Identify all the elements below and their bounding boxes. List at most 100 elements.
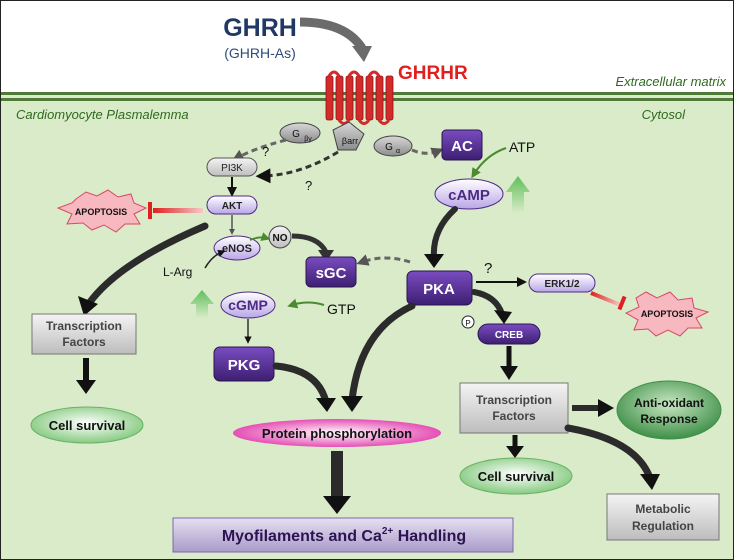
cell-survival-label-right: Cell survival <box>478 469 555 484</box>
apoptosis-burst-right <box>624 291 710 337</box>
protein-phosphorylation-label: Protein phosphorylation <box>262 426 412 441</box>
cell-survival-node-left <box>30 406 144 444</box>
pka-to-phosphorylation-arrowhead <box>341 396 363 412</box>
antioxidant-response-node <box>616 380 722 440</box>
apoptosis-label-left: APOPTOSIS <box>75 207 127 217</box>
creb-node <box>477 323 541 345</box>
ligand-binding-arrowhead <box>352 46 372 62</box>
g-beta-gamma-label: G <box>292 129 300 140</box>
metabolic-label-1: Metabolic <box>635 502 691 516</box>
phospho-marker <box>461 315 475 329</box>
cell-survival-label-left: Cell survival <box>49 418 126 433</box>
erk-inhibits-apoptosis-line <box>590 291 622 307</box>
ac-node <box>441 129 483 161</box>
pi3k-question-mark-1: ? <box>262 144 269 159</box>
sgc-node <box>305 256 357 288</box>
pka-node <box>406 270 473 306</box>
myofilaments-box <box>172 517 514 553</box>
erk-node <box>528 273 596 293</box>
transcription-to-antioxidant-arrowhead <box>598 399 614 417</box>
g-beta-gamma-subunit <box>279 122 321 144</box>
ghrh-analogs-label: (GHRH-As) <box>224 45 296 61</box>
enos-to-no-arrow <box>249 232 271 241</box>
pkg-to-phosphorylation-arrowhead <box>316 398 336 412</box>
pkg-label: PKG <box>228 357 261 374</box>
myofilaments-label: Myofilaments and Ca2+ Handling <box>222 526 466 545</box>
antioxidant-label-1: Anti-oxidant <box>634 396 704 410</box>
erk-label: ERK1/2 <box>544 279 579 290</box>
akt-inhibits-apoptosis-bar <box>148 202 152 219</box>
transcription-to-survival-arrowhead-right <box>506 446 524 458</box>
ghrh-label: GHRH <box>223 14 297 42</box>
camp-increase-arrow <box>506 176 530 213</box>
no-to-sgc-arrowhead <box>318 250 334 262</box>
transcription-to-metabolic-arrow <box>564 424 654 482</box>
no-node <box>268 225 292 249</box>
protein-phosphorylation-node <box>233 419 441 447</box>
transcription-factors-box-right <box>459 382 569 434</box>
g-alpha-subscript: α <box>396 148 400 155</box>
antioxidant-label-2: Response <box>640 412 698 426</box>
ghrhr-label: GHRHR <box>398 63 468 84</box>
apoptosis-label-right: APOPTOSIS <box>641 309 693 319</box>
g-beta-gamma-subscript: βγ <box>304 136 312 143</box>
no-to-sgc-arrow <box>291 233 329 254</box>
akt-label: AKT <box>222 201 243 212</box>
no-label: NO <box>273 233 288 244</box>
transcription-factors-box-left <box>31 313 137 355</box>
cgmp-node <box>220 291 276 319</box>
extracellular-matrix-label: Extracellular matrix <box>615 74 726 89</box>
transcription-to-metabolic-arrowhead <box>640 474 660 490</box>
akt-node <box>206 195 258 215</box>
pi3k-question-mark-2: ? <box>305 178 312 193</box>
akt-to-transcription-arrowhead <box>78 296 98 316</box>
camp-to-pka-arrowhead <box>424 254 444 268</box>
ga-to-ac-arrow <box>411 147 444 159</box>
pi3k-label: PI3K <box>221 163 243 174</box>
transcription-to-survival-arrowhead-left <box>76 380 96 394</box>
akt-to-transcription-arrow <box>86 222 209 306</box>
ligand-binding-arrow <box>299 17 366 51</box>
cgmp-increase-arrow <box>190 290 214 318</box>
camp-node <box>434 178 504 210</box>
beta-arrestin-shape <box>332 121 365 151</box>
l-arg-to-enos-arrow <box>204 249 226 269</box>
phospho-label: P <box>465 319 470 328</box>
ghrhr-receptor <box>325 70 394 125</box>
camp-label: cAMP <box>448 187 490 204</box>
transcription-label-left-1: Transcription <box>46 319 122 333</box>
sgc-label: sGC <box>316 265 347 282</box>
pka-label: PKA <box>423 281 455 298</box>
pka-to-phosphorylation-arrow <box>348 302 416 404</box>
gby-to-pi3k-arrow <box>231 138 287 161</box>
creb-label: CREB <box>495 330 523 341</box>
ac-label: AC <box>451 138 473 155</box>
pka-to-sgc-arrow <box>356 254 411 266</box>
g-alpha-label: G <box>385 142 393 153</box>
transcription-label-left-2: Factors <box>62 335 106 349</box>
gtp-to-cgmp-arrow <box>287 298 325 309</box>
plasmalemma-label: Cardiomyocyte Plasmalemma <box>16 107 189 122</box>
apoptosis-burst-left <box>56 189 148 233</box>
g-alpha-subunit <box>373 135 413 157</box>
pi3k-node <box>206 157 258 177</box>
pkg-to-phosphorylation-arrow <box>272 362 330 406</box>
cell-survival-node-right <box>459 457 573 495</box>
creb-to-transcription-arrowhead <box>500 366 518 380</box>
cgmp-label: cGMP <box>228 297 268 313</box>
phosphorylation-to-myofilaments-arrowhead <box>323 496 351 514</box>
atp-to-camp-arrow <box>471 147 507 179</box>
erk-inhibits-apoptosis-bar <box>617 295 627 311</box>
l-arg-label: L-Arg <box>163 265 192 279</box>
cytosol-label: Cytosol <box>642 107 686 122</box>
pka-to-creb-arrowhead <box>494 310 512 324</box>
akt-inhibits-apoptosis-line <box>153 208 203 213</box>
gtp-label: GTP <box>327 301 356 317</box>
phosphorylation-to-myofilaments-shaft <box>331 451 343 499</box>
enos-node <box>213 235 261 261</box>
atp-label: ATP <box>509 139 535 155</box>
barr-to-pi3k-arrow <box>255 150 339 184</box>
erk-question-mark: ? <box>484 260 492 277</box>
